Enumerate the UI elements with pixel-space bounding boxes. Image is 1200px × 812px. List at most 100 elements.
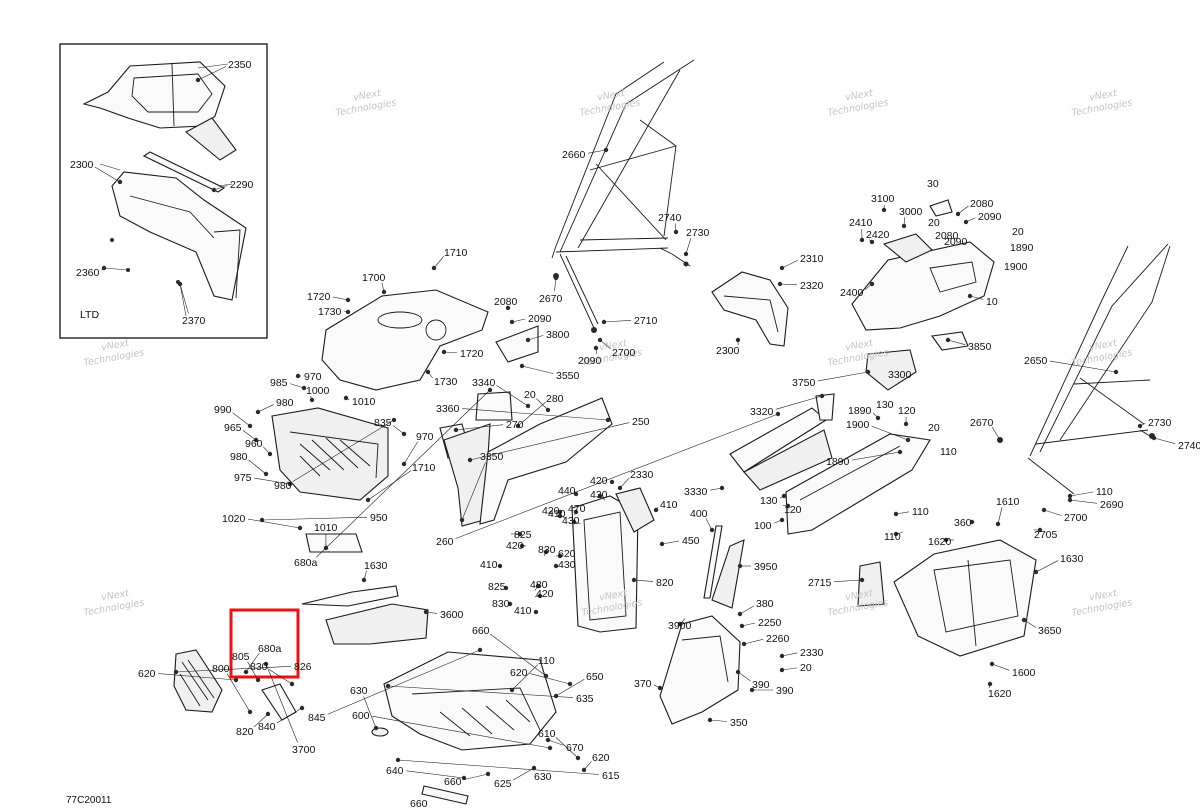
leader-line [547,739,564,746]
callout-2080: 2080 [935,230,959,242]
callout-2350: 2350 [228,59,252,71]
fastener [881,207,887,213]
callout-2320: 2320 [800,280,824,292]
callout-1900: 1900 [1004,261,1028,273]
leader-line [197,66,227,81]
leader-line [179,283,189,314]
callout-3550: 3550 [556,370,580,382]
callout-3340: 3340 [472,377,496,389]
fastener [989,661,995,667]
callout-640: 640 [386,765,404,777]
leader-line [619,477,630,489]
callout-845: 845 [308,712,326,724]
callout-825: 825 [514,529,532,541]
leader-line [490,633,547,677]
fastener [253,437,259,443]
fastener [289,681,295,687]
watermark: vNext [100,338,131,354]
fastener [519,543,525,549]
fastener [423,609,429,615]
watermark: vNext [844,588,875,604]
callout-2080: 2080 [494,296,518,308]
dash-assembly [271,289,489,553]
lower-tub [371,651,557,805]
leader-line [406,770,465,779]
fastener [673,229,679,235]
callout-980: 980 [276,397,294,409]
callout-2690: 2690 [1100,499,1124,511]
callout-650: 650 [586,671,604,683]
callout-10: 10 [986,296,998,308]
callout-1630: 1630 [364,560,388,572]
watermark: vNext [844,338,875,354]
callout-820: 820 [236,726,254,738]
fastener [267,451,273,457]
bracket-350 [659,615,741,725]
leader-line [213,185,228,191]
callout-660: 660 [472,625,490,637]
leader-line [603,320,632,323]
callout-630: 630 [534,771,552,783]
fastener [567,681,573,687]
callout-1720: 1720 [460,348,484,360]
leader-line [991,426,1001,441]
fastener [1137,423,1143,429]
callout-3300: 3300 [888,369,912,381]
fastener [819,393,825,399]
callout-2670: 2670 [970,417,994,429]
leader-line [232,412,251,427]
fastener [1151,435,1157,441]
fastener [247,709,253,715]
callout-2740: 2740 [1178,440,1200,452]
leader-line [779,283,798,286]
leader-line [175,666,292,673]
leader-line [397,759,600,775]
leader-line [367,470,412,501]
callout-110: 110 [912,506,929,518]
callout-2300: 2300 [716,345,740,357]
callout-450: 450 [682,535,700,547]
fastener [605,417,611,423]
callout-1010: 1010 [352,396,376,408]
callout-960: 960 [245,438,263,450]
fastener [545,737,551,743]
leader-line [555,737,579,759]
fastener [719,485,725,491]
leader-line [530,673,571,685]
fastener [903,421,909,427]
fastener [785,503,791,509]
leader-line [1069,491,1094,497]
fastener [531,765,537,771]
leader-line [775,395,823,410]
fastener [459,517,465,523]
fastener [243,669,249,675]
callout-3750: 3750 [792,377,816,389]
fastener [1037,527,1043,533]
callout-430: 430 [590,489,608,501]
leader-line [709,719,728,722]
fastener [597,337,603,343]
callout-830: 830 [250,661,268,673]
callout-620: 620 [592,752,610,764]
callout-420: 420 [542,505,560,517]
leader-line [536,398,549,411]
callout-840: 840 [258,721,276,733]
leader-line [1153,437,1176,444]
callout-110: 110 [538,655,555,667]
callout-2250: 2250 [758,617,782,629]
fastener [1067,497,1073,503]
callout-470: 470 [568,503,586,515]
callout-825: 825 [488,581,506,593]
fastener [777,281,783,287]
callout-110: 110 [1096,486,1113,498]
callout-1710: 1710 [412,462,436,474]
fastener [735,669,741,675]
fastener [505,305,511,311]
fastener [597,493,603,499]
fastener [547,745,553,751]
leader-line [741,622,756,627]
callout-2700: 2700 [1064,512,1088,524]
callout-1720: 1720 [307,291,331,303]
fastener [533,609,539,615]
